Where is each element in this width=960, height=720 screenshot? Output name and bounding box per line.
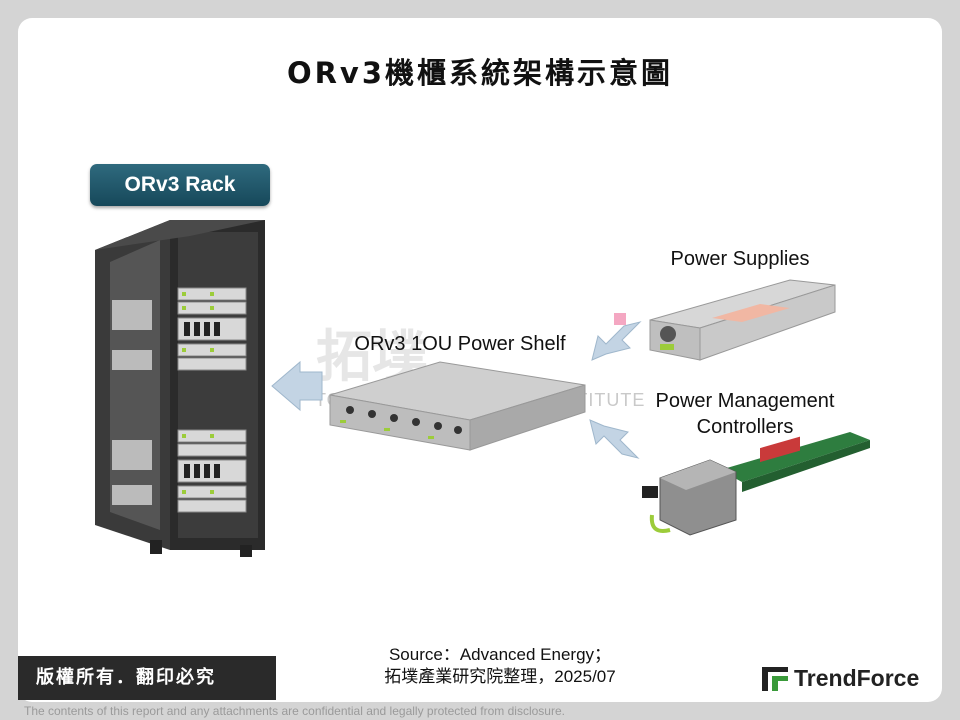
rack-label-badge: ORv3 Rack (90, 164, 270, 206)
power-shelf-illustration (329, 361, 586, 451)
controller-illustration (642, 432, 870, 536)
source-note: Source：Advanced Energy； 拓墣產業研究院整理，2025/0… (340, 644, 660, 688)
power-supply-illustration (649, 279, 836, 361)
rack-illustration (95, 220, 265, 557)
controllers-label: Power Management Controllers (630, 388, 860, 440)
source-line1: Source：Advanced Energy； (388, 645, 612, 664)
trendforce-logo: TrendForce (760, 661, 919, 695)
brand-name: TrendForce (794, 664, 920, 691)
trendforce-mark-icon (762, 667, 788, 691)
controllers-label-line2: Controllers (696, 416, 794, 438)
arrow-from-power-supplies (591, 321, 642, 361)
power-supplies-label: Power Supplies (670, 248, 810, 270)
disclaimer: The contents of this report and any atta… (24, 704, 565, 718)
controllers-label-line1: Power Management (655, 390, 835, 412)
power-shelf-label: ORv3 1OU Power Shelf (354, 333, 566, 355)
arrow-from-controllers (589, 419, 640, 459)
slide-title: ORv3機櫃系統架構示意圖 (286, 56, 674, 90)
marker-square (614, 313, 626, 325)
arrow-to-rack (271, 360, 323, 412)
copyright-banner: 版權所有．翻印必究 (18, 656, 276, 700)
source-line2: 拓墣產業研究院整理，2025/07 (384, 667, 616, 686)
